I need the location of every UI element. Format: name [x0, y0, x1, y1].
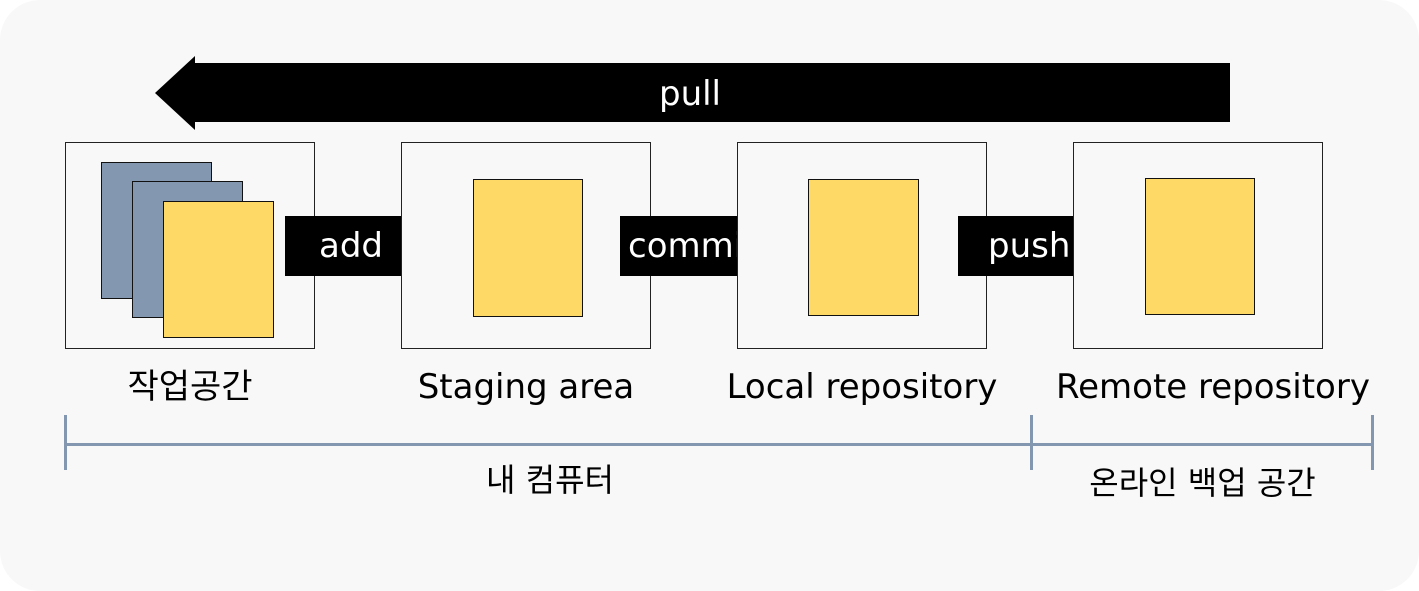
pull-arrow-label: pull [658, 74, 722, 114]
commit-arrow-label: commit [628, 226, 757, 266]
group-bracket-horizontal [65, 443, 1374, 446]
workspace-box [65, 142, 315, 349]
document-icon [163, 201, 274, 338]
staging-area-label: Staging area [417, 367, 635, 407]
local-repository-box [737, 142, 987, 349]
workspace-label: 작업공간 [127, 367, 253, 407]
document-icon [473, 179, 583, 317]
group-bracket-left-tick [64, 415, 67, 470]
add-arrow-label: add [319, 226, 383, 266]
pull-arrow [155, 56, 1230, 130]
remote-repository-box [1073, 142, 1323, 349]
document-icon [808, 179, 919, 316]
group-bracket-right-tick [1371, 415, 1374, 470]
pull-arrow-shape [155, 56, 1230, 130]
my-computer-label: 내 컴퓨터 [486, 461, 614, 499]
online-backup-label: 온라인 백업 공간 [1089, 464, 1316, 502]
push-arrow-label: push [988, 226, 1071, 266]
group-bracket-divider-tick [1030, 415, 1033, 470]
staging-area-box [401, 142, 651, 349]
document-icon [1145, 178, 1255, 315]
remote-repository-label: Remote repository [1056, 367, 1370, 407]
local-repository-label: Local repository [726, 367, 998, 407]
